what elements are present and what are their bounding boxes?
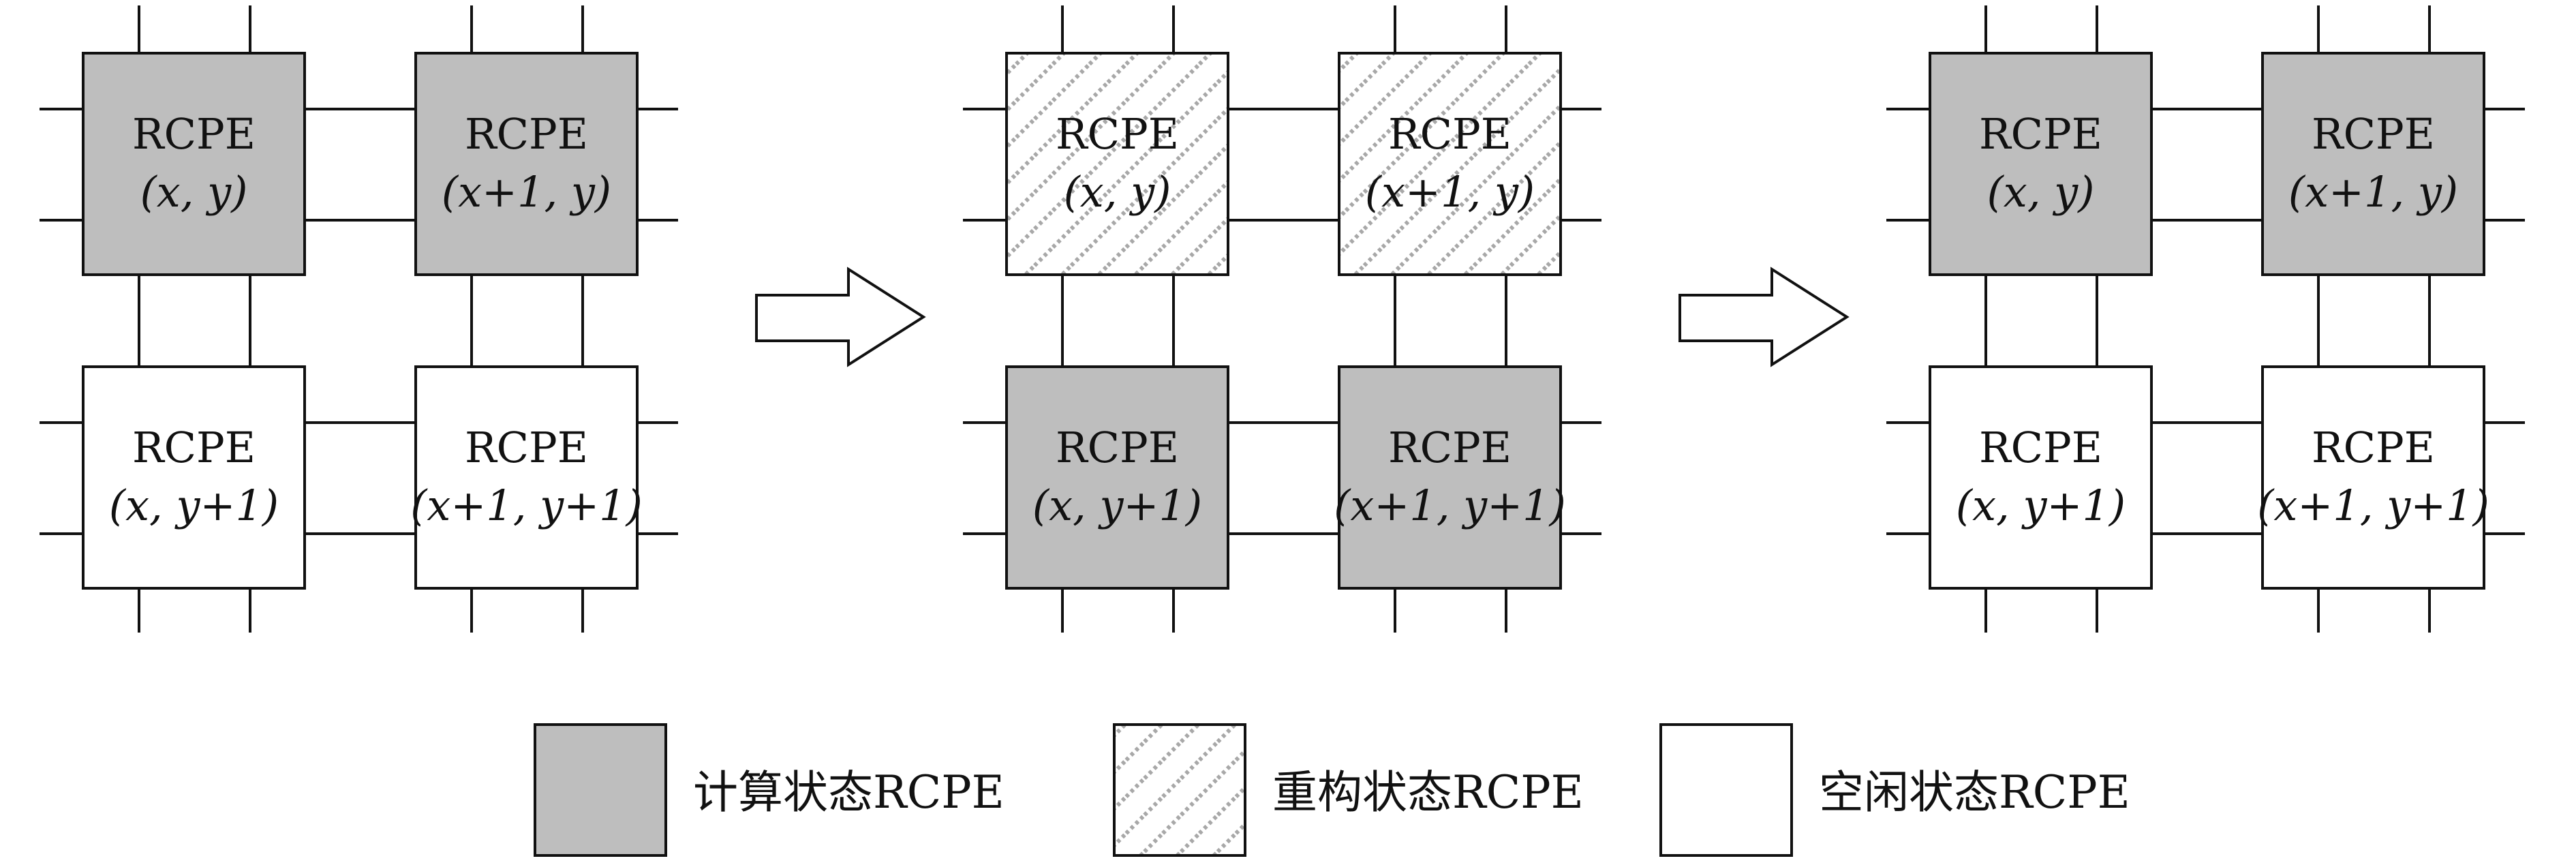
rcpe-cell: RCPE (x+1, y) <box>414 52 639 276</box>
rcpe-label: RCPE <box>1979 109 2102 159</box>
rcpe-cell: RCPE (x, y+1) <box>82 365 306 590</box>
legend-label: 重构状态RCPE <box>1272 766 1584 819</box>
rcpe-box <box>82 365 306 590</box>
interconnect-wires <box>963 5 1601 633</box>
legend: 计算状态RCPE 重构状态RCPE 空闲状态RCPE <box>534 723 2130 857</box>
rcpe-box <box>1929 365 2153 590</box>
rcpe-box <box>414 365 639 590</box>
rcpe-coordinate: (x+1, y+1) <box>1334 481 1566 530</box>
rcpe-label: RCPE <box>1979 423 2102 472</box>
rcpe-cell: RCPE (x, y+1) <box>1005 365 1229 590</box>
legend-swatch <box>534 723 667 857</box>
rcpe-coordinate: (x+1, y) <box>442 167 611 217</box>
arrows-layer <box>755 267 1850 367</box>
rcpe-label: RCPE <box>465 423 588 472</box>
rcpe-coordinate: (x+1, y) <box>1365 167 1535 217</box>
rcpe-cell: RCPE (x+1, y+1) <box>410 365 643 590</box>
transition-arrow-icon <box>1678 267 1850 367</box>
rcpe-box <box>2261 365 2485 590</box>
rcpe-cell: RCPE (x+1, y) <box>1338 52 1562 276</box>
rcpe-label: RCPE <box>1388 109 1512 159</box>
rcpe-cell: RCPE (x, y) <box>1005 52 1229 276</box>
rcpe-coordinate: (x, y+1) <box>1956 481 2126 530</box>
transition-arrow-icon <box>755 267 926 367</box>
rcpe-cell: RCPE (x+1, y+1) <box>1334 365 1566 590</box>
rcpe-label: RCPE <box>1056 423 1179 472</box>
legend-swatch <box>1113 723 1246 857</box>
rcpe-array-panel: RCPE (x, y) RCPE (x+1, y) RCPE (x, y+1) RCPE (x… <box>963 5 1601 633</box>
interconnect-wires <box>40 5 678 633</box>
rcpe-coordinate: (x+1, y) <box>2288 167 2458 217</box>
rcpe-label: RCPE <box>465 109 588 159</box>
rcpe-array-panel: RCPE (x, y) RCPE (x+1, y) RCPE (x, y+1) RCPE (x… <box>40 5 678 633</box>
rcpe-label: RCPE <box>1388 423 1512 472</box>
legend-swatch <box>1659 723 1793 857</box>
legend-label: 空闲状态RCPE <box>1819 766 2130 819</box>
rcpe-label: RCPE <box>132 109 256 159</box>
rcpe-label: RCPE <box>2312 423 2435 472</box>
rcpe-label: RCPE <box>2312 109 2435 159</box>
rcpe-cell: RCPE (x, y+1) <box>1929 365 2153 590</box>
rcpe-box <box>2261 52 2485 276</box>
rcpe-coordinate: (x, y) <box>1987 167 2095 217</box>
legend-item: 计算状态RCPE <box>534 723 1005 857</box>
rcpe-cell: RCPE (x+1, y+1) <box>2257 365 2489 590</box>
rcpe-box <box>1338 52 1562 276</box>
interconnect-wires <box>1886 5 2525 633</box>
rcpe-label: RCPE <box>132 423 256 472</box>
rcpe-box <box>82 52 306 276</box>
rcpe-cell: RCPE (x+1, y) <box>2261 52 2485 276</box>
rcpe-box <box>1929 52 2153 276</box>
rcpe-coordinate: (x, y+1) <box>109 481 279 530</box>
rcpe-box <box>1338 365 1562 590</box>
rcpe-cell: RCPE (x, y) <box>82 52 306 276</box>
rcpe-array-panel: RCPE (x, y) RCPE (x+1, y) RCPE (x, y+1) RCPE (x… <box>1886 5 2525 633</box>
rcpe-coordinate: (x, y) <box>1064 167 1171 217</box>
legend-label: 计算状态RCPE <box>693 766 1005 819</box>
rcpe-coordinate: (x, y) <box>140 167 248 217</box>
rcpe-box <box>1005 365 1229 590</box>
rcpe-box <box>414 52 639 276</box>
rcpe-coordinate: (x+1, y+1) <box>410 481 643 530</box>
rcpe-coordinate: (x, y+1) <box>1032 481 1202 530</box>
rcpe-coordinate: (x+1, y+1) <box>2257 481 2489 530</box>
legend-item: 空闲状态RCPE <box>1659 723 2130 857</box>
rcpe-box <box>1005 52 1229 276</box>
legend-item: 重构状态RCPE <box>1113 723 1584 857</box>
rcpe-label: RCPE <box>1056 109 1179 159</box>
rcpe-cell: RCPE (x, y) <box>1929 52 2153 276</box>
panels-layer: RCPE (x, y) RCPE (x+1, y) RCPE (x, y+1) RCPE (x… <box>40 5 2525 633</box>
